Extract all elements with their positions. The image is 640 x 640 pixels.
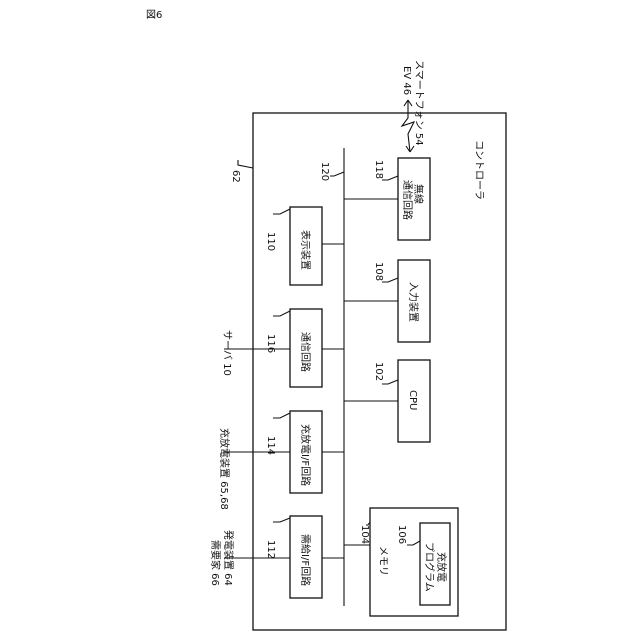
charge-if-label: 充放電I/F回路: [299, 424, 312, 486]
charge-if-ref: 114: [265, 436, 276, 455]
program-label-2: プログラム: [423, 542, 436, 592]
smartphone-label: スマートフォン 54: [413, 60, 424, 146]
input-label: 入力装置: [407, 282, 420, 322]
ev-label: EV 46: [401, 66, 412, 95]
comm-ref: 116: [265, 334, 276, 353]
memory-label: メモリ: [377, 546, 388, 576]
charger-label: 充放電装置 65,68: [218, 428, 231, 510]
memory-ref: 104: [359, 525, 370, 544]
supply-if-label: 需給I/F回路: [299, 534, 312, 586]
generator-label: 発電装置 64: [222, 530, 235, 586]
wireless-label-2: 通信回路: [401, 180, 414, 220]
wireless-ref: 118: [373, 160, 384, 179]
cpu-label: CPU: [407, 390, 418, 410]
display-ref: 110: [265, 232, 276, 251]
controller-leader: [238, 160, 253, 168]
controller-label: コントローラ: [473, 140, 485, 200]
display-label: 表示装置: [299, 230, 312, 270]
cpu-ref: 102: [373, 362, 384, 381]
wireless-label-1: 無線: [412, 184, 425, 204]
controller-ref: 62: [230, 170, 241, 183]
consumer-label: 需要家 66: [209, 540, 222, 586]
server-label: サーバ 10: [221, 330, 233, 376]
input-ref: 108: [373, 262, 384, 281]
figure-label: 図6: [146, 9, 162, 21]
program-label-1: 充放電: [435, 552, 448, 582]
supply-if-ref: 112: [265, 540, 276, 559]
comm-label: 通信回路: [299, 332, 312, 372]
program-ref: 106: [396, 525, 407, 544]
bus-ref: 120: [319, 162, 330, 181]
